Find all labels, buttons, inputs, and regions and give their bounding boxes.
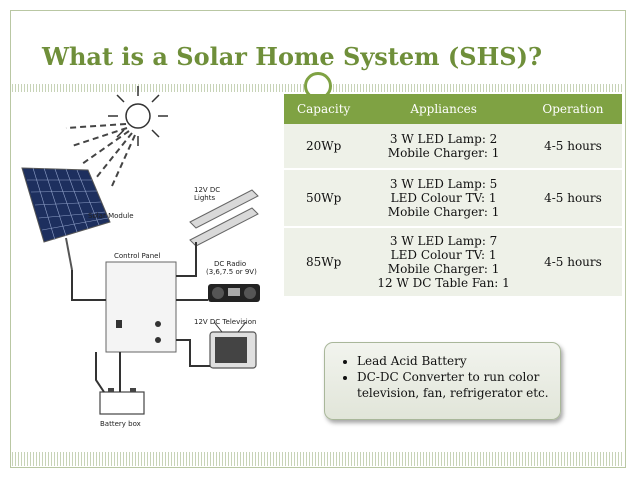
appliance-line: 3 W LED Lamp: 2 (389, 132, 498, 146)
table-row: 50Wp 3 W LED Lamp: 5 LED Colour TV: 1 Mo… (284, 168, 622, 227)
operation-cell: 4-5 hours (523, 124, 622, 169)
header-appliances: Appliances (363, 94, 524, 124)
radio-label-line2: (3,6,7.5 or 9V) (206, 268, 257, 276)
notes-list: Lead Acid Battery DC-DC Converter to run… (325, 343, 560, 401)
battery-label: Battery box (100, 420, 141, 428)
note-item: DC-DC Converter to run color television,… (357, 369, 554, 401)
solar-module-label: Solar Module (88, 212, 134, 220)
lights-label-line2: Lights (194, 194, 216, 202)
table-header-row: Capacity Appliances Operation (284, 94, 622, 124)
battery-box-icon (99, 388, 145, 415)
appliance-line: 12 W DC Table Fan: 1 (377, 276, 510, 290)
appliance-line: LED Colour TV: 1 (390, 248, 497, 262)
capacity-cell: 85Wp (284, 226, 364, 296)
operation-cell: 4-5 hours (523, 168, 622, 227)
appliance-line: 3 W LED Lamp: 5 (389, 177, 498, 191)
header-capacity: Capacity (284, 94, 364, 124)
solar-module-icon (21, 167, 111, 271)
lights-label-line1: 12V DC (194, 186, 221, 194)
table-row: 20Wp 3 W LED Lamp: 2 Mobile Charger: 1 4… (284, 124, 622, 169)
appliance-line: 3 W LED Lamp: 7 (389, 234, 498, 248)
radio-label-line1: DC Radio (214, 260, 247, 268)
slide-frame (10, 10, 626, 468)
sun-icon (108, 86, 168, 146)
dc-light-tubes-icon (189, 189, 259, 247)
operation-cell: 4-5 hours (523, 226, 622, 296)
notes-callout: Lead Acid Battery DC-DC Converter to run… (324, 342, 561, 420)
note-item: Lead Acid Battery (357, 353, 554, 369)
capacity-table: Capacity Appliances Operation 20Wp 3 W L… (284, 94, 622, 296)
footer-divider (12, 452, 624, 466)
sunlight-rays (65, 123, 136, 187)
tv-label: 12V DC Television (194, 318, 257, 326)
wiring (71, 242, 210, 393)
appliances-cell: 3 W LED Lamp: 5 LED Colour TV: 1 Mobile … (363, 168, 524, 227)
capacity-cell: 50Wp (284, 168, 364, 227)
capacity-cell: 20Wp (284, 124, 364, 169)
appliance-line: LED Colour TV: 1 (390, 191, 497, 205)
appliances-cell: 3 W LED Lamp: 2 Mobile Charger: 1 (363, 124, 524, 169)
control-panel-label: Control Panel (114, 252, 161, 260)
control-panel-icon (105, 261, 177, 353)
header-operation: Operation (523, 94, 622, 124)
appliance-line: Mobile Charger: 1 (387, 146, 500, 160)
dc-television-icon (209, 321, 257, 369)
slide-title: What is a Solar Home System (SHS)? (42, 42, 543, 71)
appliances-cell: 3 W LED Lamp: 7 LED Colour TV: 1 Mobile … (363, 226, 524, 296)
table-row: 85Wp 3 W LED Lamp: 7 LED Colour TV: 1 Mo… (284, 226, 622, 296)
dc-radio-icon (208, 284, 260, 302)
appliance-line: Mobile Charger: 1 (387, 205, 500, 219)
appliance-line: Mobile Charger: 1 (387, 262, 500, 276)
